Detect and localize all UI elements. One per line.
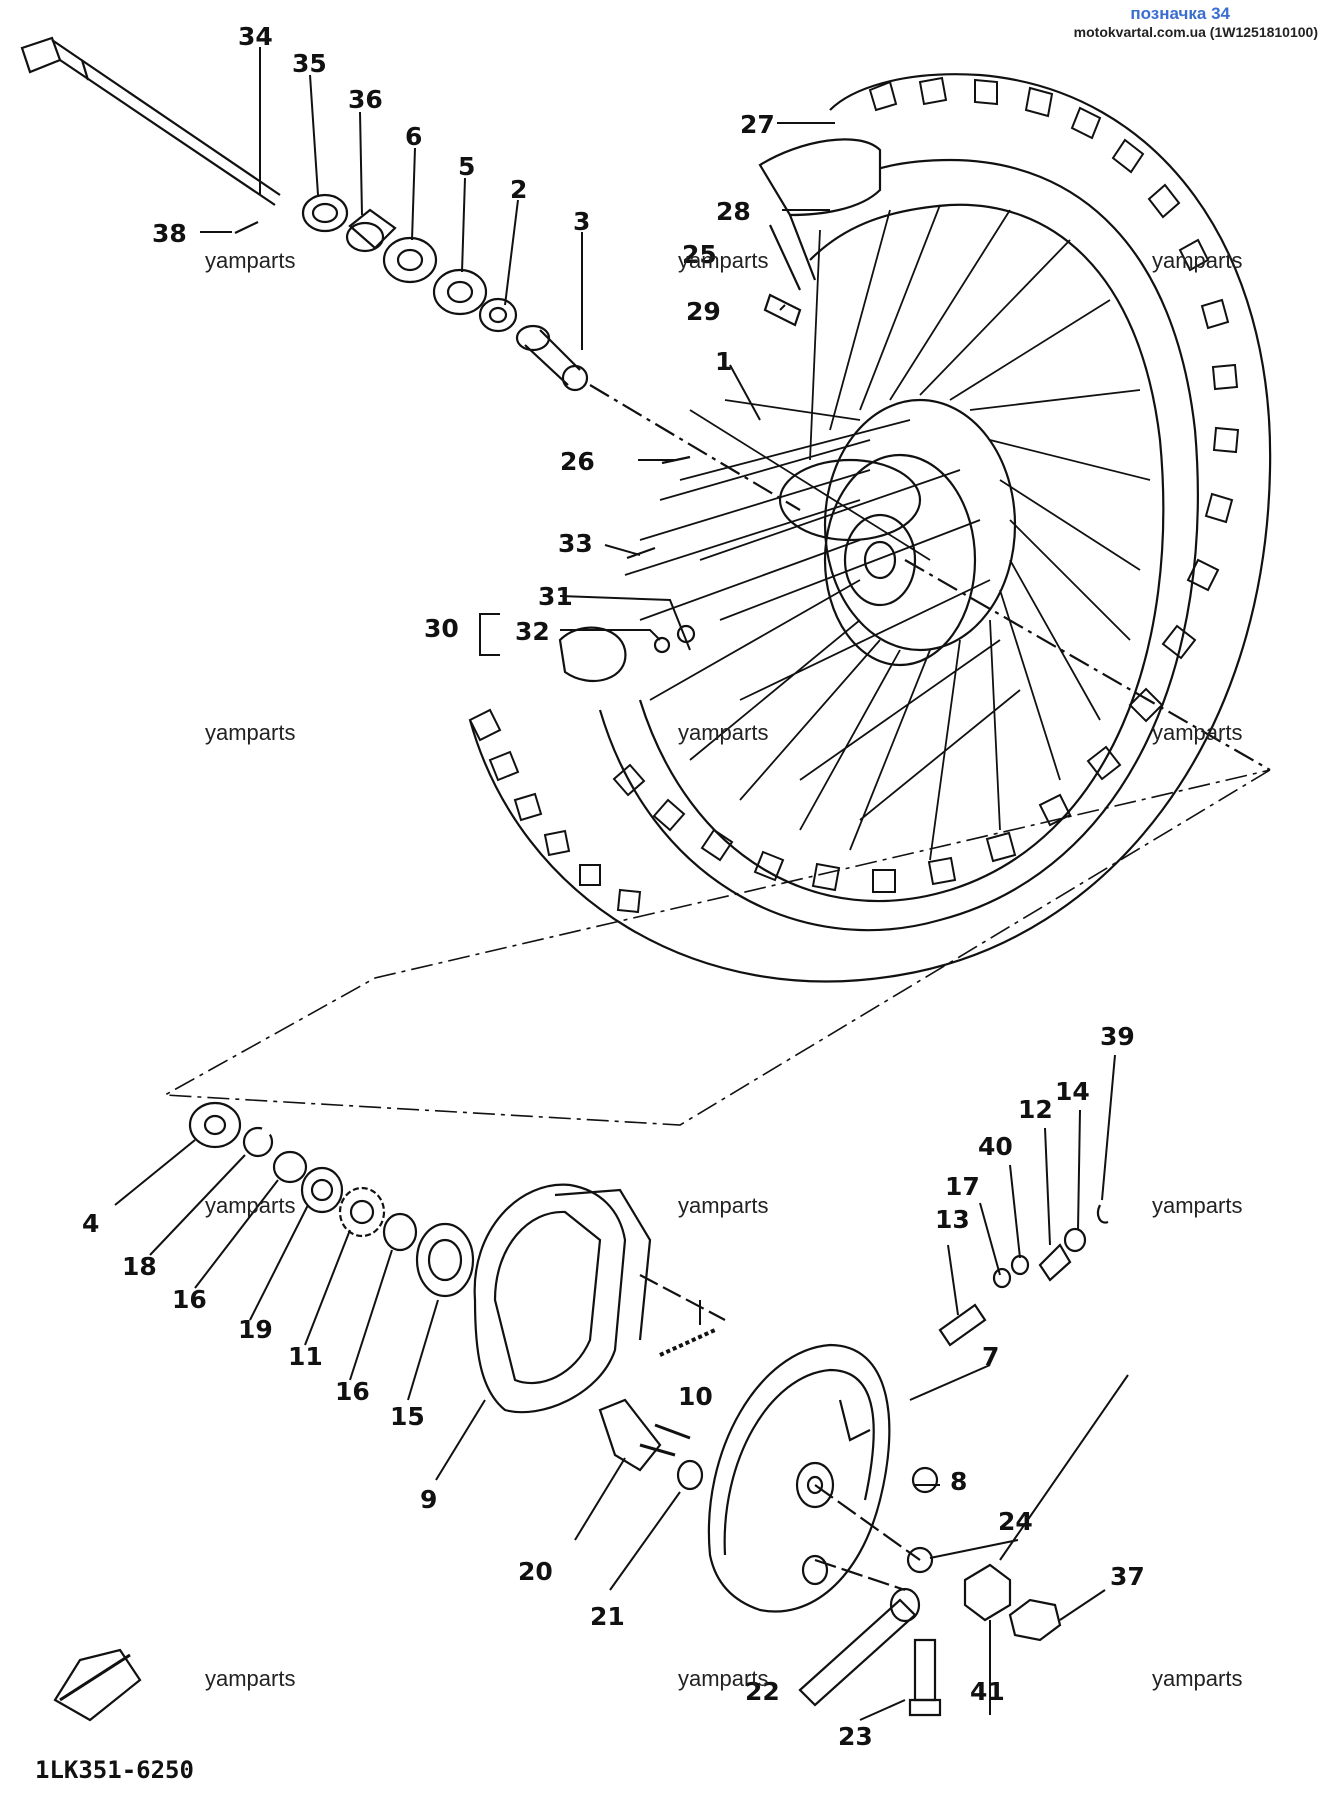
callout-3: 3 (573, 207, 590, 236)
watermarks: yamparts yamparts yamparts yamparts yamp… (205, 248, 1242, 1691)
spoke-nipples (626, 455, 696, 654)
callout-9: 9 (420, 1485, 437, 1514)
callout-29: 29 (686, 297, 721, 326)
watermark: yamparts (205, 1666, 295, 1691)
callout-13: 13 (935, 1205, 970, 1234)
brake-assembly (188, 1101, 1109, 1717)
callout-14: 14 (1055, 1077, 1090, 1106)
callout-31: 31 (538, 582, 573, 611)
callout-35: 35 (292, 49, 327, 78)
callout-40: 40 (978, 1132, 1013, 1161)
callout-30: 30 (424, 614, 459, 643)
wheel-assembly (162, 73, 1272, 1126)
callout-4: 4 (82, 1209, 99, 1238)
callout-8: 8 (950, 1467, 967, 1496)
callout-27: 27 (740, 110, 775, 139)
callout-37: 37 (1110, 1562, 1145, 1591)
callout-26: 26 (560, 447, 595, 476)
callout-11: 11 (288, 1342, 323, 1371)
watermark: yamparts (678, 248, 768, 273)
callout-25: 25 (682, 240, 717, 269)
diagram-code: 1LK351-6250 (35, 1756, 194, 1784)
watermark: yamparts (1152, 1193, 1242, 1218)
watermark: yamparts (205, 1193, 295, 1218)
callout-numbers: 34 35 36 6 5 2 3 38 27 28 25 29 1 26 33 … (82, 22, 1145, 1751)
callout-24: 24 (998, 1507, 1033, 1536)
callout-10: 10 (678, 1382, 713, 1411)
watermark: yamparts (1152, 720, 1242, 745)
upper-hub-parts (234, 193, 801, 511)
callout-22: 22 (745, 1677, 780, 1706)
axle-part (20, 36, 281, 206)
callout-28: 28 (716, 197, 751, 226)
page-title: позначка 34 (1130, 4, 1230, 23)
callout-32: 32 (515, 617, 550, 646)
callout-5: 5 (458, 152, 475, 181)
watermark: yamparts (205, 720, 295, 745)
watermark: yamparts (205, 248, 295, 273)
callout-19: 19 (238, 1315, 273, 1344)
callout-7: 7 (982, 1342, 999, 1371)
source-caption: motokvartal.com.ua (1W1251810100) (1073, 24, 1318, 40)
callout-16b: 16 (335, 1377, 370, 1406)
callout-23: 23 (838, 1722, 873, 1751)
callout-2: 2 (510, 175, 527, 204)
callout-41: 41 (970, 1677, 1005, 1706)
callout-6: 6 (405, 122, 422, 151)
callout-17: 17 (945, 1172, 980, 1201)
front-arrow-icon (53, 1648, 142, 1722)
watermark: yamparts (678, 1193, 768, 1218)
callout-38: 38 (152, 219, 187, 248)
watermark: yamparts (678, 720, 768, 745)
callout-1: 1 (715, 347, 732, 376)
callout-15: 15 (390, 1402, 425, 1431)
callout-18: 18 (122, 1252, 157, 1281)
callout-36: 36 (348, 85, 383, 114)
callout-39: 39 (1100, 1022, 1135, 1051)
leader-lines (114, 47, 1129, 1721)
watermark: yamparts (1152, 248, 1242, 273)
callout-34: 34 (238, 22, 273, 51)
callout-16: 16 (172, 1285, 207, 1314)
watermark: yamparts (678, 1666, 768, 1691)
watermark: yamparts (1152, 1666, 1242, 1691)
callout-33: 33 (558, 529, 593, 558)
callout-12: 12 (1018, 1095, 1053, 1124)
callout-20: 20 (518, 1557, 553, 1586)
callout-21: 21 (590, 1602, 625, 1631)
